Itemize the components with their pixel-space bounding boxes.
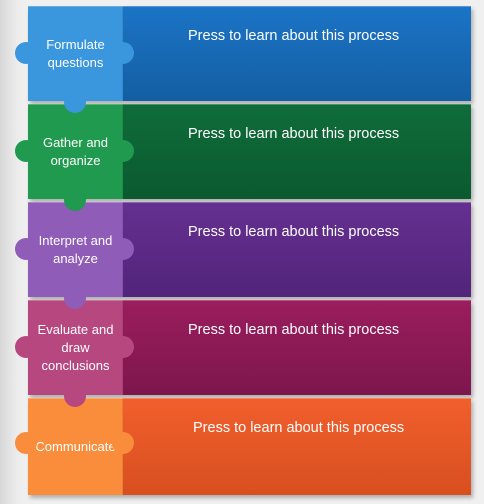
step-interpret-and-analyze[interactable]: Interpret and analyze Press to learn abo… [15,202,471,309]
step-label: Interpret and analyze [38,232,113,266]
step-communicate[interactable]: Communicate Press to learn about this pr… [15,398,471,495]
step-gather-and-organize[interactable]: Gather and organize Press to learn about… [15,104,471,211]
step-tab [28,104,123,199]
step-panel [123,300,471,395]
puzzle-knob-bottom [64,91,86,113]
step-prompt[interactable]: Press to learn about this process [188,126,400,142]
puzzle-knob-bottom [64,189,86,211]
puzzle-knob-right [112,42,134,64]
step-tab [28,6,123,101]
step-label: Evaluate and draw conclusions [37,321,114,373]
puzzle-knob-bottom [64,385,86,407]
step-label: Communicate [35,438,116,454]
step-label: Gather and organize [42,134,109,168]
puzzle-knob-right [112,238,134,260]
puzzle-knob-left [15,432,37,454]
step-tab [28,398,123,495]
step-panel [123,398,471,495]
puzzle-knob-left [15,238,37,260]
step-label: Formulate questions [46,36,105,70]
step-formulate-questions[interactable]: Formulate questions Press to learn about… [15,6,471,113]
step-panel [123,202,471,297]
puzzle-knob-left [15,42,37,64]
step-evaluate-and-draw-conclusions[interactable]: Evaluate and draw conclusions Press to l… [15,300,471,407]
step-prompt[interactable]: Press to learn about this process [188,224,400,240]
step-panel [123,6,471,101]
puzzle-knob-left [15,336,37,358]
step-prompt[interactable]: Press to learn about this process [188,28,400,44]
puzzle-knob-right [112,140,134,162]
step-tab [28,300,123,395]
puzzle-knob-bottom [64,287,86,309]
step-prompt[interactable]: Press to learn about this process [188,322,400,338]
step-prompt[interactable]: Press to learn about this process [193,420,405,436]
puzzle-knob-left [15,140,37,162]
step-panel [123,104,471,199]
step-tab [28,202,123,297]
puzzle-knob-right [112,432,134,454]
process-puzzle-stack: Formulate questions Press to learn about… [15,6,471,495]
puzzle-knob-right [112,336,134,358]
